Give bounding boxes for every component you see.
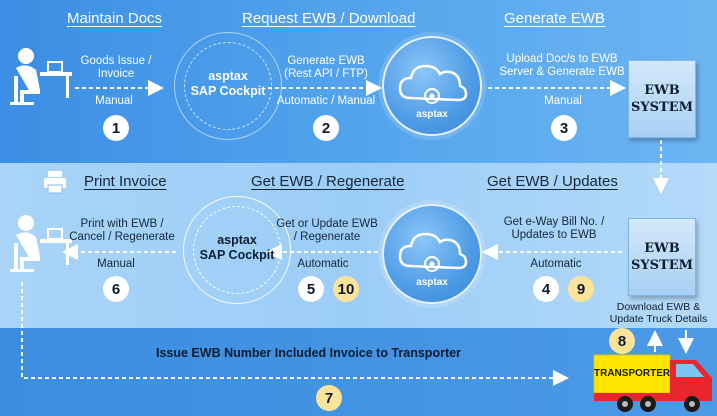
step1-label-line2: Invoice <box>97 68 135 80</box>
download-label-line2: Update Truck Details <box>609 313 708 325</box>
asptax-cloud-node-top: asptax <box>382 36 482 136</box>
person-desk-icon <box>10 215 72 272</box>
step-badge-1: 1 <box>103 115 129 141</box>
transporter-truck-icon <box>593 354 712 412</box>
step5-mode: Automatic <box>297 258 349 270</box>
cloud-gear-icon <box>398 64 468 104</box>
cockpit-ring <box>174 32 282 140</box>
cockpit-label: asptax SAP Cockpit <box>174 69 282 99</box>
step5-label-line2: / Regenerate <box>293 231 361 243</box>
ewb-label-line2: SYSTEM <box>630 258 694 273</box>
step2-mode: Automatic / Manual <box>276 95 376 107</box>
sap-cockpit-node-mid: asptax SAP Cockpit <box>183 196 291 304</box>
arrow-step7 <box>21 282 569 386</box>
step-badge-7: 7 <box>316 385 342 411</box>
heading-get-ewb-updates: Get EWB / Updates <box>487 173 618 190</box>
heading-print-invoice: Print Invoice <box>84 173 167 190</box>
person-desk-icon <box>10 48 72 105</box>
step-badge-8: 8 <box>609 328 635 354</box>
cockpit-ring-inner <box>184 42 272 130</box>
printer-icon <box>44 171 66 194</box>
heading-get-ewb-regenerate: Get EWB / Regenerate <box>251 173 405 190</box>
step4-label-line2: Updates to EWB <box>511 229 597 241</box>
step2-label: Generate EWB (Rest API / FTP) <box>276 55 376 81</box>
cockpit-subtitle: SAP Cockpit <box>199 248 275 262</box>
ewb-label-line1: EWB <box>644 241 680 256</box>
cockpit-name: asptax <box>217 233 257 247</box>
step3-label-line1: Upload Doc/s to EWB <box>506 53 618 65</box>
step5-label: Get or Update EWB / Regenerate <box>270 218 384 244</box>
download-label-line1: Download EWB & <box>616 301 701 313</box>
step4-mode: Automatic <box>530 258 582 270</box>
ewb-system-label: EWB SYSTEM <box>631 82 693 116</box>
transporter-label: TRANSPORTER <box>594 368 671 379</box>
step6-label: Print with EWB / Cancel / Regenerate <box>66 218 178 244</box>
cockpit-name: asptax <box>208 69 248 83</box>
cockpit-ring-inner <box>193 206 281 294</box>
heading-maintain-docs: Maintain Docs <box>67 10 163 27</box>
step-badge-6: 6 <box>103 276 129 302</box>
step-badge-2: 2 <box>313 115 339 141</box>
step3-mode: Manual <box>544 95 582 107</box>
step6-label-line2: Cancel / Regenerate <box>69 231 175 243</box>
sap-cockpit-node-top: asptax SAP Cockpit <box>174 32 282 140</box>
download-ewb-label: Download EWB & Update Truck Details <box>600 301 717 325</box>
step4-label-line1: Get e-Way Bill No. / <box>503 216 605 228</box>
ewb-label-line2: SYSTEM <box>630 100 694 115</box>
asptax-cloud-node-mid: asptax <box>382 204 482 304</box>
step6-mode: Manual <box>97 258 135 270</box>
cockpit-subtitle: SAP Cockpit <box>190 84 266 98</box>
ewb-system-box-mid: EWB SYSTEM <box>628 218 696 296</box>
ewb-system-label: EWB SYSTEM <box>631 240 693 274</box>
step6-label-line1: Print with EWB / <box>80 218 164 230</box>
ewb-system-box-top: EWB SYSTEM <box>628 60 696 138</box>
ewb-label-line1: EWB <box>644 83 680 98</box>
step1-label: Goods Issue / Invoice <box>72 55 160 81</box>
step3-label: Upload Doc/s to EWB Server & Generate EW… <box>494 53 630 79</box>
cloud-gear-icon <box>398 232 468 272</box>
step2-label-line1: Generate EWB <box>287 55 365 67</box>
cockpit-ring <box>183 196 291 304</box>
step1-label-line1: Goods Issue / <box>80 55 152 67</box>
step4-label: Get e-Way Bill No. / Updates to EWB <box>492 216 616 242</box>
step-badge-10: 10 <box>333 276 359 302</box>
cloud-label: asptax <box>416 109 448 120</box>
step-badge-9: 9 <box>568 276 594 302</box>
step-badge-3: 3 <box>551 115 577 141</box>
issue-ewb-text: Issue EWB Number Included Invoice to Tra… <box>156 346 461 360</box>
step3-label-line2: Server & Generate EWB <box>499 66 625 78</box>
cloud-label: asptax <box>416 277 448 288</box>
heading-request-ewb: Request EWB / Download <box>242 10 416 27</box>
step5-label-line1: Get or Update EWB <box>276 218 378 230</box>
cockpit-label: asptax SAP Cockpit <box>183 233 291 263</box>
step1-mode: Manual <box>95 95 133 107</box>
step-badge-5: 5 <box>298 276 324 302</box>
step2-label-line2: (Rest API / FTP) <box>284 68 368 80</box>
step-badge-4: 4 <box>533 276 559 302</box>
heading-generate-ewb: Generate EWB <box>504 10 605 27</box>
